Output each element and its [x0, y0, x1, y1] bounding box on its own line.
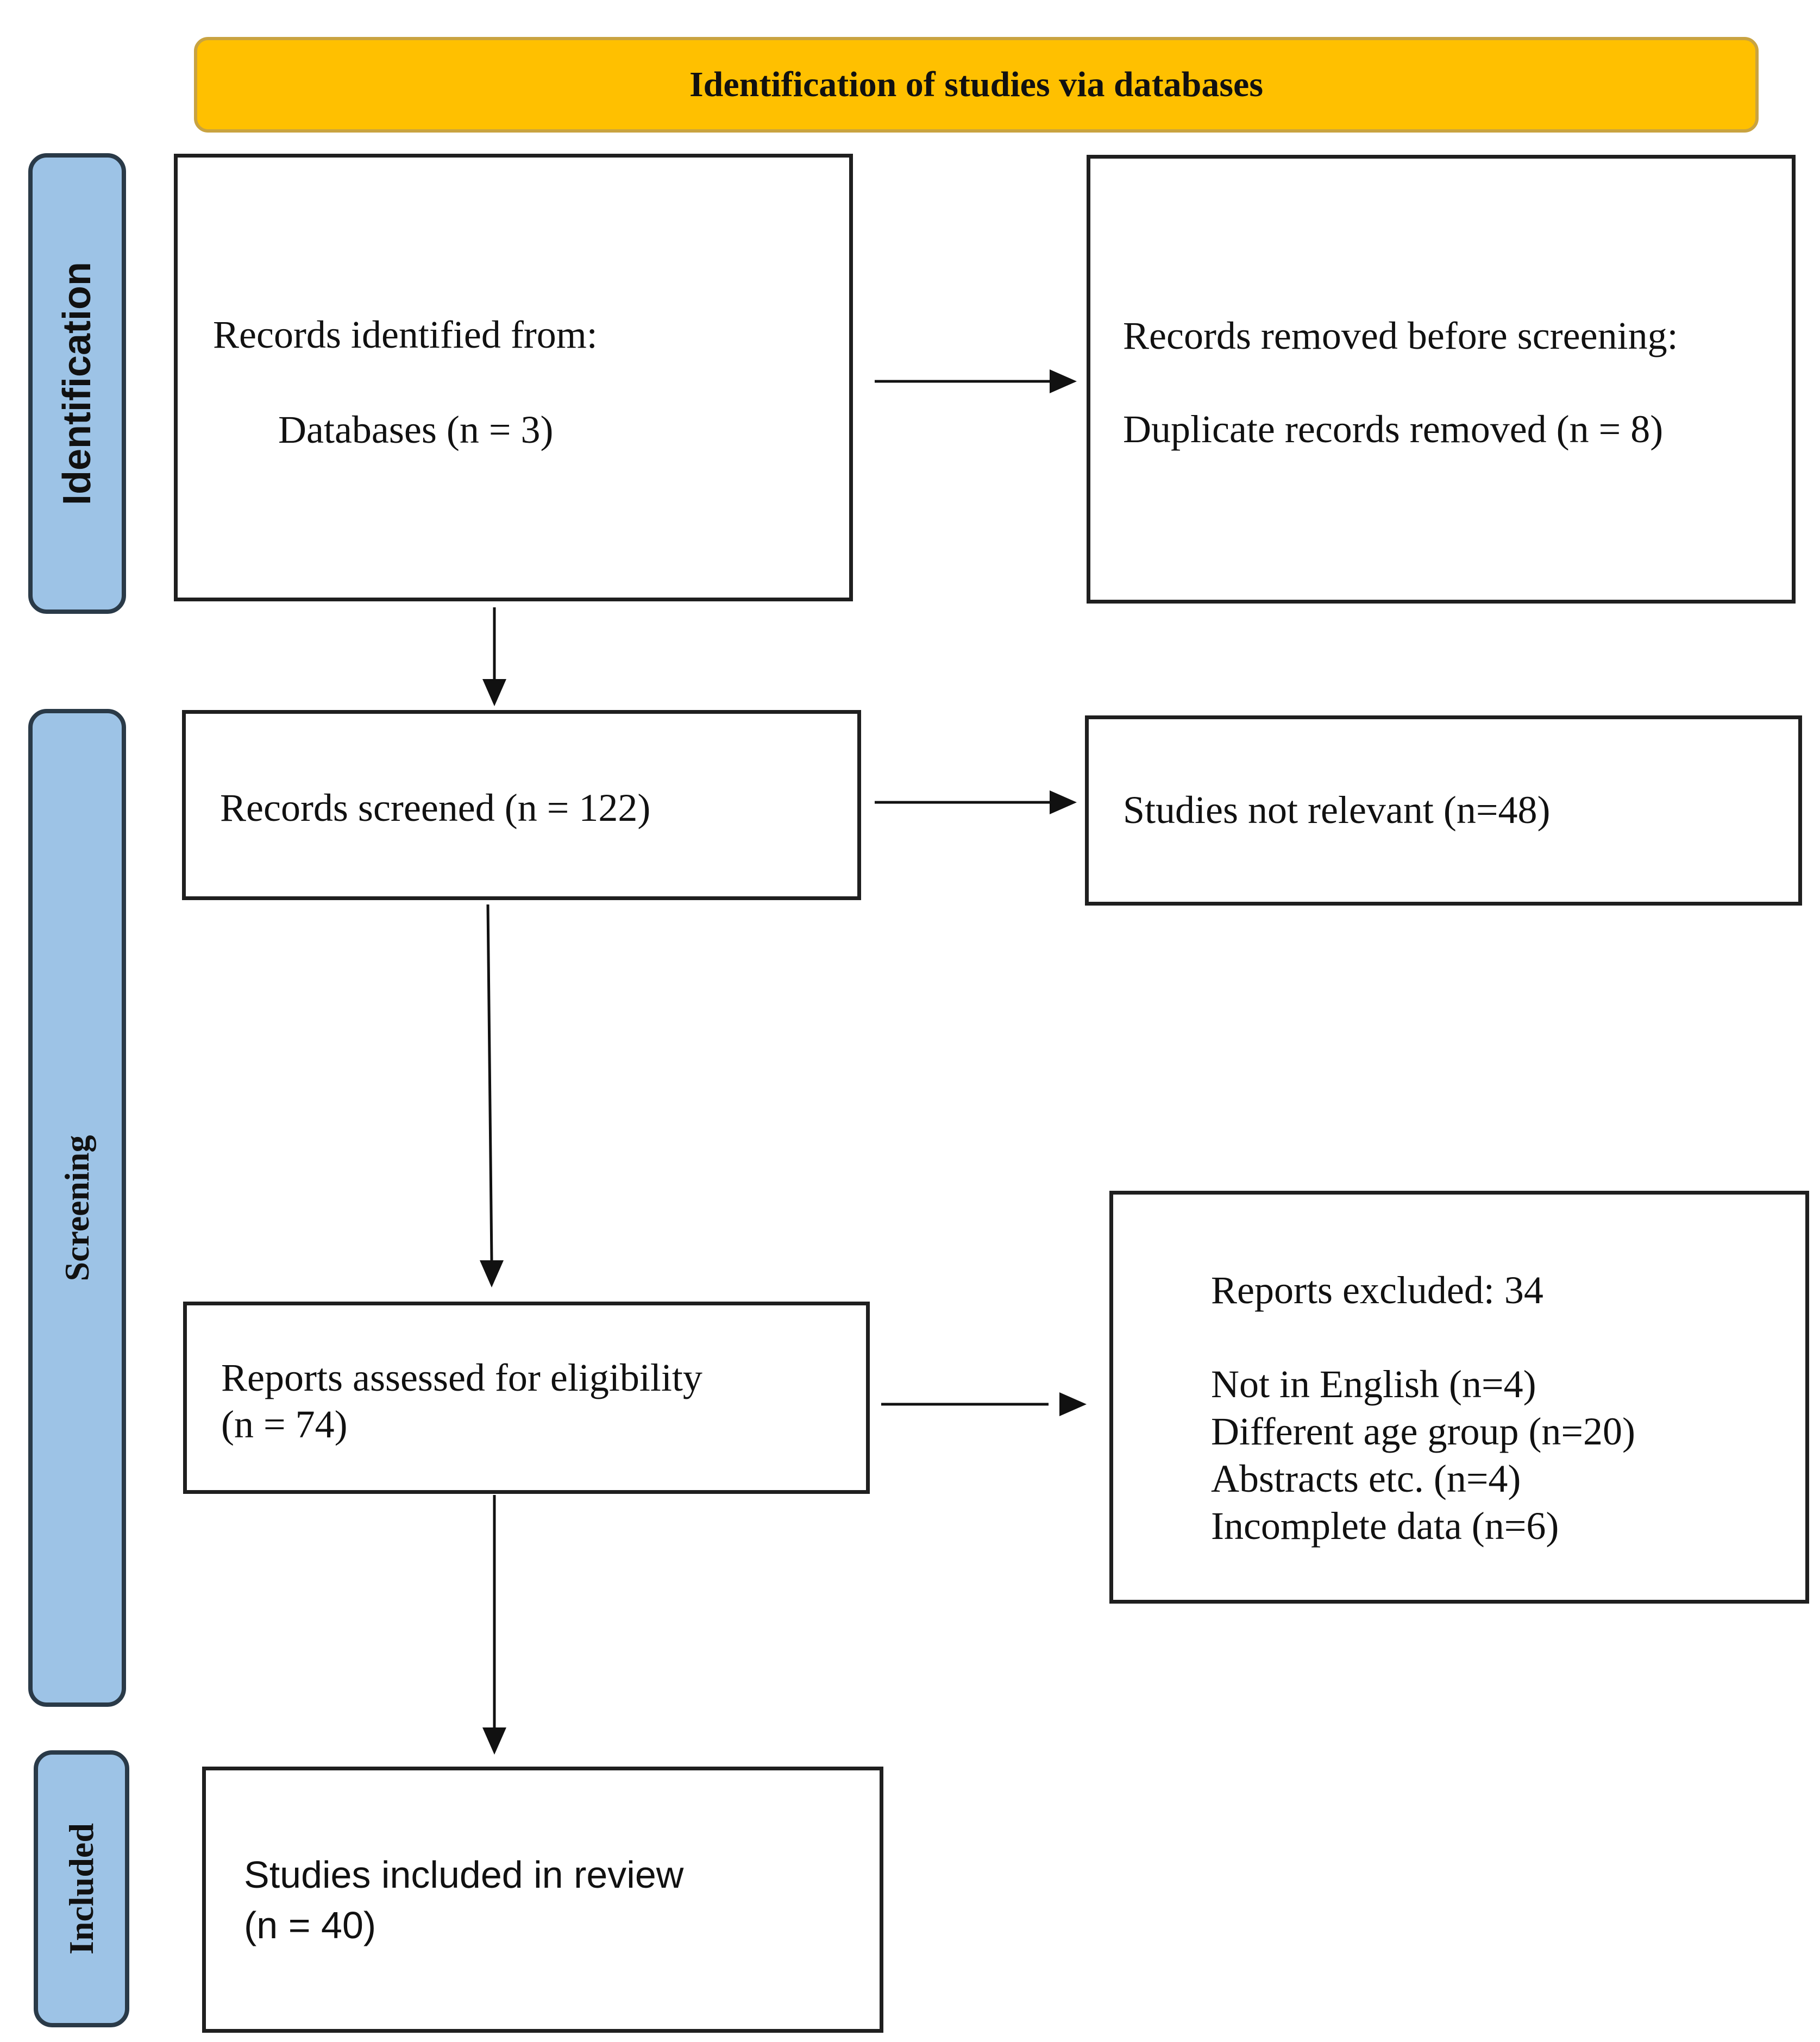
- records-identified-line1: Records identified from:: [213, 313, 598, 356]
- records-removed-box: Records removed before screening: Duplic…: [1087, 155, 1796, 604]
- records-removed-line1: Records removed before screening:: [1123, 314, 1678, 357]
- reports-excluded-item: Abstracts etc. (n=4): [1211, 1457, 1521, 1500]
- arrowhead: [1059, 1392, 1087, 1416]
- arrowhead: [1050, 369, 1077, 393]
- reports-excluded-item: Incomplete data (n=6): [1211, 1504, 1559, 1548]
- records-screened-line1: Records screened (n = 122): [220, 786, 651, 830]
- reports-excluded-title: Reports excluded: 34: [1211, 1268, 1543, 1312]
- header-title: Identification of studies via databases: [689, 65, 1264, 104]
- arrow-screened-to-assessed: [486, 904, 493, 1261]
- phase-screening: Screening: [28, 709, 126, 1707]
- records-removed-line2: Duplicate records removed (n = 8): [1123, 407, 1664, 451]
- reports-excluded-box: Reports excluded: 34 Not in English (n=4…: [1109, 1191, 1809, 1604]
- arrowhead: [482, 679, 506, 706]
- reports-assessed-box: Reports assessed for eligibility (n = 74…: [183, 1302, 870, 1494]
- not-relevant-line1: Studies not relevant (n=48): [1123, 788, 1551, 832]
- reports-assessed-line1: Reports assessed for eligibility: [221, 1356, 702, 1399]
- arrowhead: [1050, 790, 1077, 814]
- reports-excluded-item: Different age group (n=20): [1211, 1410, 1635, 1453]
- reports-assessed-line2: (n = 74): [221, 1403, 348, 1446]
- arrowhead: [482, 1727, 506, 1755]
- phase-identification: Identification: [28, 153, 126, 614]
- studies-included-line1: Studies included in review: [244, 1853, 684, 1896]
- records-identified-box: Records identified from: Databases (n = …: [174, 154, 853, 601]
- phase-included: Included: [34, 1750, 129, 2027]
- arrowhead: [480, 1260, 504, 1287]
- header-bar: Identification of studies via databases: [194, 37, 1759, 133]
- studies-included-box: Studies included in review (n = 40): [202, 1767, 883, 2033]
- studies-included-line2: (n = 40): [244, 1904, 376, 1946]
- records-identified-line2: Databases (n = 3): [278, 408, 554, 451]
- records-screened-box: Records screened (n = 122): [182, 710, 861, 900]
- not-relevant-box: Studies not relevant (n=48): [1085, 715, 1802, 906]
- reports-excluded-item: Not in English (n=4): [1211, 1362, 1536, 1406]
